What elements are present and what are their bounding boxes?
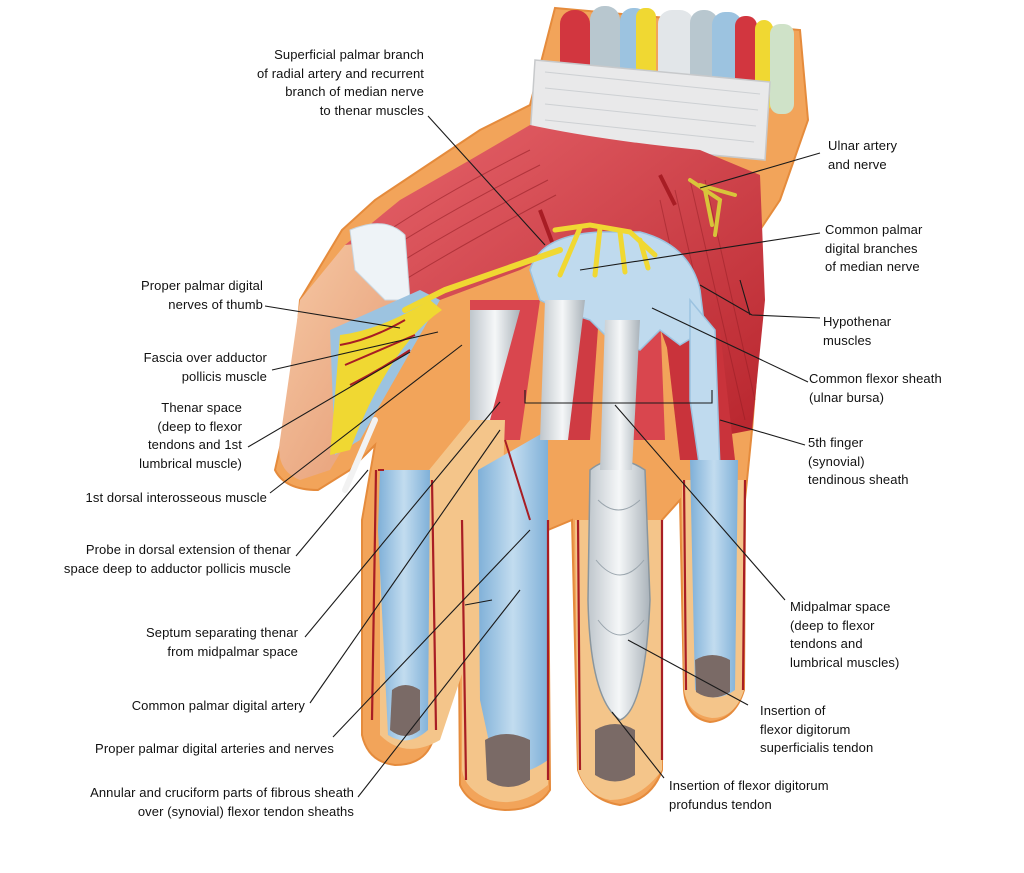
label-superficial-palmar-branch: Superficial palmar branch of radial arte… <box>256 47 424 118</box>
label-thenar-space: Thenar space (deep to flexor tendons and… <box>139 400 242 471</box>
label-proper-palmar-digital-thumb: Proper palmar digital nerves of thumb <box>140 278 263 312</box>
label-ulnar-artery-nerve: Ulnar artery and nerve <box>828 138 898 172</box>
leader-lines <box>247 115 821 798</box>
label-insertion-fds: Insertion of flexor digitorum superficia… <box>760 703 874 755</box>
label-proper-palmar-digital-arteries: Proper palmar digital arteries and nerve… <box>95 741 334 756</box>
finger-ring <box>575 320 662 800</box>
finger-index <box>378 310 520 749</box>
finger-middle <box>462 300 585 803</box>
label-probe-dorsal-extension: Probe in dorsal extension of thenar spac… <box>63 542 291 576</box>
wrist-structures <box>529 6 794 161</box>
label-septum-thenar-midpalmar: Septum separating thenar from midpalmar … <box>146 625 298 659</box>
label-common-palmar-digital-artery: Common palmar digital artery <box>131 698 305 713</box>
thumb <box>279 223 442 480</box>
digital-arteries <box>370 439 747 781</box>
finger-little <box>682 460 745 718</box>
label-common-palmar-digital-median: Common palmar digital branches of median… <box>825 222 923 274</box>
label-fascia-adductor-pollicis: Fascia over adductor pollicis muscle <box>143 350 267 384</box>
label-hypothenar-muscles: Hypothenar muscles <box>823 314 892 348</box>
common-flexor-sheath <box>529 231 721 471</box>
label-fifth-finger-sheath: 5th finger (synovial) tendinous sheath <box>808 435 909 487</box>
label-insertion-fdp: Insertion of flexor digitorum profundus … <box>669 778 829 812</box>
label-common-flexor-sheath: Common flexor sheath (ulnar bursa) <box>809 371 942 405</box>
label-midpalmar-space: Midpalmar space (deep to flexor tendons … <box>790 599 900 670</box>
label-first-dorsal-interosseous: 1st dorsal interosseous muscle <box>85 490 267 505</box>
probe <box>342 417 378 493</box>
label-annular-cruciform-sheath: Annular and cruciform parts of fibrous s… <box>90 785 354 819</box>
